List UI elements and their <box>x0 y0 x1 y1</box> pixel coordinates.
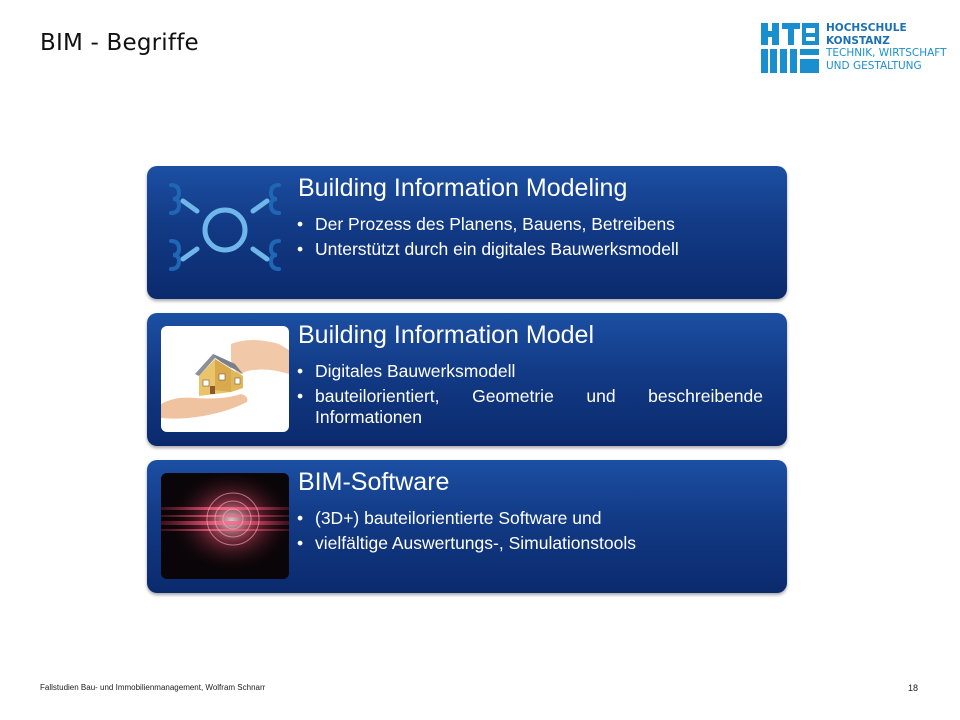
htwg-logo-mark <box>760 22 820 74</box>
bullet-list: Digitales Bauwerksmodell bauteilorientie… <box>297 361 763 432</box>
bullet-item: bauteilorientiert, Geometrie und beschre… <box>297 386 763 428</box>
card-building-information-modeling: Building Information Modeling Der Prozes… <box>147 166 787 299</box>
house-in-hands-image <box>161 326 289 432</box>
bullet-item: (3D+) bauteilorientierte Software und <box>297 508 763 529</box>
card-bim-software: BIM-Software (3D+) bauteilorientierte So… <box>147 460 787 593</box>
card-title: Building Information Modeling <box>298 174 628 202</box>
bullet-item: Digitales Bauwerksmodell <box>297 361 763 382</box>
page-number: 18 <box>907 683 918 693</box>
logo-line-2: KONSTANZ <box>826 34 890 47</box>
footer-text: Fallstudien Bau- und Immobilienmanagemen… <box>40 683 266 692</box>
bullet-item: Der Prozess des Planens, Bauens, Betreib… <box>297 214 763 235</box>
logo-line-1: HOCHSCHULE <box>826 22 907 34</box>
logo-wordmark: HOCHSCHULE KONSTANZ TECHNIK, WIRTSCHAFT … <box>826 22 947 72</box>
bullet-item: Unterstützt durch ein digitales Bauwerks… <box>297 239 763 260</box>
logo-line-3: TECHNIK, WIRTSCHAFT <box>826 47 947 59</box>
bullet-list: (3D+) bauteilorientierte Software und vi… <box>297 508 763 558</box>
university-logo: HOCHSCHULE KONSTANZ TECHNIK, WIRTSCHAFT … <box>760 22 950 76</box>
card-title: Building Information Model <box>298 321 594 349</box>
bullet-item: vielfältige Auswertungs-, Simulationstoo… <box>297 533 763 554</box>
bullet-list: Der Prozess des Planens, Bauens, Betreib… <box>297 214 763 264</box>
card-title: BIM-Software <box>298 468 450 496</box>
process-cycle-icon <box>161 179 289 285</box>
light-speed-image <box>161 473 289 579</box>
card-building-information-model: Building Information Model Digitales Bau… <box>147 313 787 446</box>
logo-line-4: UND GESTALTUNG <box>826 59 922 72</box>
slide-title: BIM - Begriffe <box>40 30 199 56</box>
